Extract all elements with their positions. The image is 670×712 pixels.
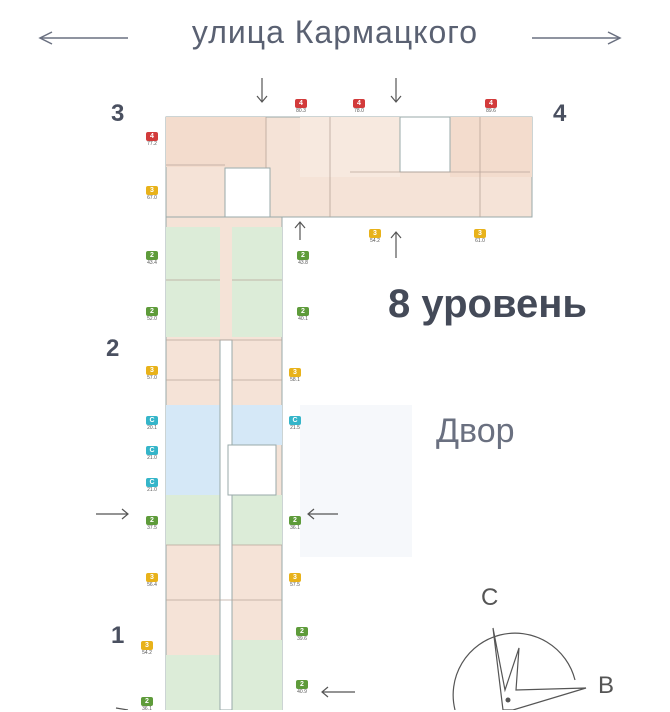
corridor (219, 339, 233, 710)
street-header: улица Кармацкого (0, 0, 670, 70)
compass-rose (452, 627, 587, 710)
section-number-3: 3 (111, 100, 125, 127)
green-apts-left-3 (166, 655, 220, 710)
right-arrow-head (607, 31, 622, 45)
studio-apts-left (166, 405, 220, 495)
green-apts-right (232, 227, 282, 337)
interior-walls (166, 117, 530, 601)
compass-arc (452, 632, 576, 710)
compass-north-label: С (481, 584, 499, 611)
yard-label: Двор (436, 412, 515, 450)
yard-area (300, 405, 412, 557)
top-wing-apt-b (300, 117, 400, 177)
studio-apts-right (232, 405, 282, 445)
stair-core-2 (227, 444, 277, 496)
green-apts-right-2 (232, 495, 282, 545)
level-label: 8 уровень (388, 282, 588, 326)
section-number-1: 1 (111, 622, 125, 649)
section-number-2: 2 (106, 335, 120, 362)
left-arrow-head (38, 31, 53, 45)
stair-core-4 (399, 116, 451, 173)
top-wing-apt-a (166, 117, 266, 167)
street-name: улица Кармацкого (191, 14, 479, 50)
compass-east-label: В (598, 672, 615, 699)
top-wing-apt-c (450, 117, 532, 177)
green-apts-right-3 (232, 640, 282, 710)
green-apts-left-2 (166, 495, 220, 545)
green-apts-left (166, 227, 220, 337)
street-arrows (38, 31, 622, 45)
section-number-4: 4 (553, 100, 567, 127)
entrance-arrows (96, 78, 402, 710)
